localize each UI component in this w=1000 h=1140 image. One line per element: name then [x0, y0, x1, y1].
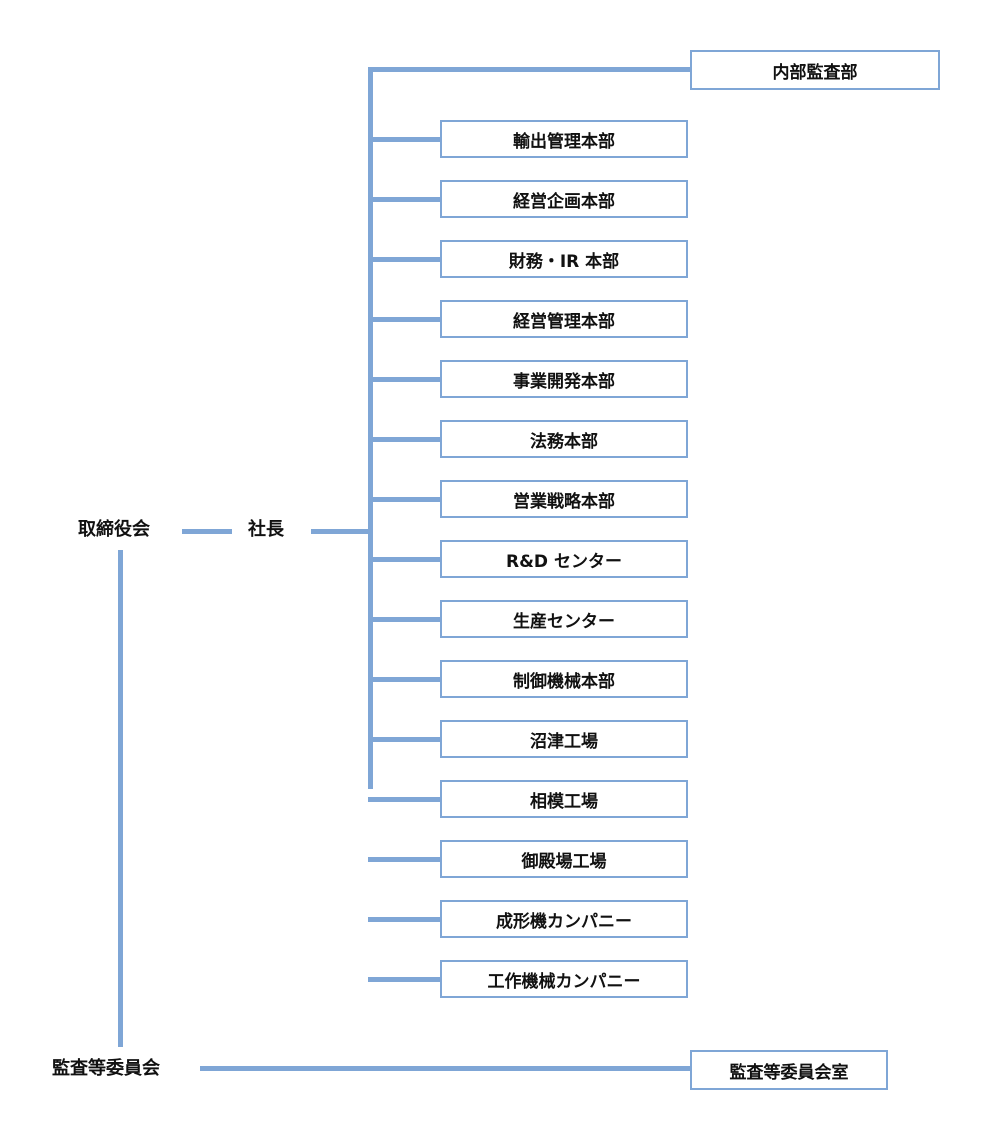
dept-box-business-development: 事業開発本部	[440, 360, 688, 398]
internal-audit-connector	[368, 67, 690, 72]
dept-box-gotemba-plant: 御殿場工場	[440, 840, 688, 878]
dept-connector-molding-machine-company	[368, 917, 442, 922]
audit-committee-office-box: 監査等委員会室	[690, 1050, 888, 1090]
president-trunk-connector	[311, 529, 373, 534]
audit-committee-office-connector	[200, 1066, 690, 1071]
dept-connector-machine-tool-company	[368, 977, 442, 982]
board-label: 取締役会	[78, 519, 150, 540]
dept-connector-corporate-planning	[368, 197, 442, 202]
dept-connector-sagami-plant	[368, 797, 442, 802]
dept-box-corporate-planning: 経営企画本部	[440, 180, 688, 218]
dept-connector-sales-strategy	[368, 497, 442, 502]
dept-connector-rnd-center	[368, 557, 442, 562]
internal-audit-box: 内部監査部	[690, 50, 940, 90]
dept-box-sales-strategy: 営業戦略本部	[440, 480, 688, 518]
dept-connector-control-machinery	[368, 677, 442, 682]
dept-connector-numazu-plant	[368, 737, 442, 742]
dept-box-sagami-plant: 相模工場	[440, 780, 688, 818]
dept-connector-legal	[368, 437, 442, 442]
dept-box-finance-ir: 財務・IR 本部	[440, 240, 688, 278]
dept-connector-finance-ir	[368, 257, 442, 262]
president-label: 社長	[248, 519, 284, 540]
dept-box-molding-machine-company: 成形機カンパニー	[440, 900, 688, 938]
dept-connector-export-control	[368, 137, 442, 142]
board-audit-connector	[118, 550, 123, 1047]
audit-committee-label: 監査等委員会	[52, 1058, 160, 1079]
dept-box-control-machinery: 制御機械本部	[440, 660, 688, 698]
dept-connector-gotemba-plant	[368, 857, 442, 862]
dept-connector-management-control	[368, 317, 442, 322]
dept-box-machine-tool-company: 工作機械カンパニー	[440, 960, 688, 998]
dept-box-rnd-center: R&D センター	[440, 540, 688, 578]
dept-connector-production-center	[368, 617, 442, 622]
dept-connector-business-development	[368, 377, 442, 382]
dept-box-export-control: 輸出管理本部	[440, 120, 688, 158]
main-trunk-line	[368, 67, 373, 789]
dept-box-legal: 法務本部	[440, 420, 688, 458]
board-president-connector	[182, 529, 232, 534]
dept-box-production-center: 生産センター	[440, 600, 688, 638]
dept-box-numazu-plant: 沼津工場	[440, 720, 688, 758]
dept-box-management-control: 経営管理本部	[440, 300, 688, 338]
